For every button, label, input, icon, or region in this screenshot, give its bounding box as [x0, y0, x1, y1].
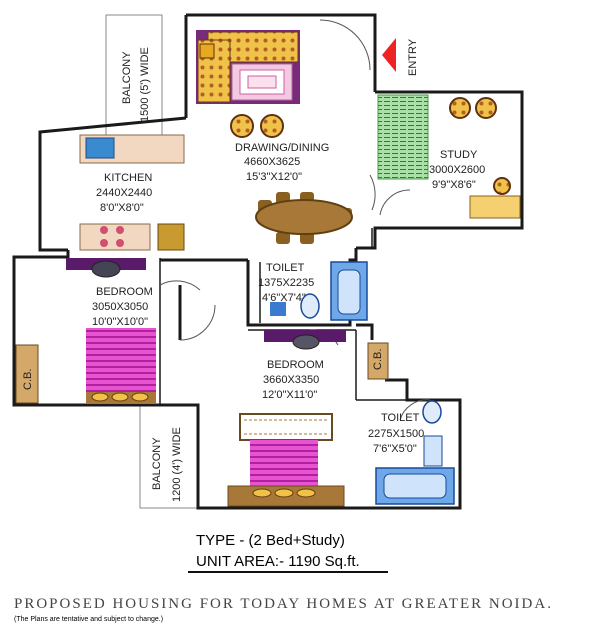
toilet1-fixtures-icon	[270, 261, 368, 321]
svg-text:9'9"X8'6": 9'9"X8'6"	[432, 179, 476, 191]
study-desk-icon	[469, 177, 521, 219]
svg-text:1200 (4') WIDE: 1200 (4') WIDE	[171, 427, 183, 502]
svg-text:12'0"X11'0": 12'0"X11'0"	[262, 389, 317, 401]
balcony-top-outline	[105, 14, 163, 136]
toilet2-fixtures-icon	[375, 400, 455, 505]
svg-text:DRAWING/DINING: DRAWING/DINING	[235, 142, 329, 154]
svg-text:15'3"X12'0": 15'3"X12'0"	[246, 171, 302, 183]
svg-text:BALCONY: BALCONY	[121, 51, 133, 104]
entry-label: ENTRY	[407, 38, 419, 76]
kitchen-label: KITCHEN 2440X2440 8'0"X8'0"	[96, 172, 152, 214]
study-rug-icon	[377, 94, 429, 180]
bedroom1-bed-icon	[66, 258, 156, 404]
svg-text:2275X1500: 2275X1500	[368, 428, 424, 440]
svg-text:BEDROOM: BEDROOM	[267, 359, 324, 371]
svg-text:7'6"X5'0": 7'6"X5'0"	[373, 443, 417, 455]
toilet1-label: TOILET 1375X2235 4'6"X7'4"	[258, 262, 314, 304]
entry-arrow-icon	[382, 38, 396, 72]
cb-label-left: C.B.	[22, 369, 34, 390]
bedroom2-cupboard-icon	[367, 342, 389, 380]
toilet2-label: TOILET 2275X1500 7'6"X5'0"	[368, 412, 424, 455]
study-label: STUDY 3000X2600 9'9"X8'6"	[429, 149, 485, 191]
bedroom1-label: BEDROOM 3050X3050 10'0"X10'0"	[92, 286, 153, 328]
disclaimer: (The Plans are tentative and subject to …	[14, 616, 164, 623]
bedroom2-bed-icon	[227, 413, 345, 507]
unit-area: UNIT AREA:- 1190 Sq.ft.	[196, 553, 360, 570]
svg-text:1375X2235: 1375X2235	[258, 277, 314, 289]
svg-text:4'6"X7'4": 4'6"X7'4"	[262, 292, 306, 304]
study-chairs-icon	[449, 97, 497, 119]
svg-text:BALCONY: BALCONY	[151, 437, 163, 490]
svg-text:KITCHEN: KITCHEN	[104, 172, 152, 184]
balcony-top-label: BALCONY 1500 (5') WIDE	[121, 47, 151, 122]
svg-text:TOILET: TOILET	[381, 412, 420, 424]
svg-text:10'0"X10'0": 10'0"X10'0"	[92, 316, 148, 328]
svg-text:8'0"X8'0": 8'0"X8'0"	[100, 202, 144, 214]
footer-rule	[188, 571, 388, 573]
svg-text:3000X2600: 3000X2600	[429, 164, 485, 176]
cb-label-right: C.B.	[372, 349, 384, 370]
drawing-label: DRAWING/DINING 4660X3625 15'3"X12'0"	[235, 142, 329, 183]
balcony-bottom-outline	[139, 404, 199, 509]
svg-text:BEDROOM: BEDROOM	[96, 286, 153, 298]
svg-text:STUDY: STUDY	[440, 149, 478, 161]
bedroom1-cupboard-icon	[15, 344, 39, 404]
svg-text:4660X3625: 4660X3625	[244, 156, 300, 168]
sofa-icon	[196, 30, 300, 104]
svg-text:3050X3050: 3050X3050	[92, 301, 148, 313]
svg-text:TOILET: TOILET	[266, 262, 305, 274]
unit-type: TYPE - (2 Bed+Study)	[196, 532, 345, 549]
dining-table-icon	[255, 192, 353, 244]
project-title: PROPOSED HOUSING FOR TODAY HOMES AT GREA…	[14, 596, 553, 612]
svg-text:1500 (5') WIDE: 1500 (5') WIDE	[139, 47, 151, 122]
balcony-bottom-label: BALCONY 1200 (4') WIDE	[151, 427, 183, 502]
svg-text:3660X3350: 3660X3350	[263, 374, 319, 386]
bedroom2-label: BEDROOM 3660X3350 12'0"X11'0"	[262, 359, 324, 401]
armchair-icon	[230, 114, 284, 138]
kitchen-counter-icon	[79, 134, 185, 251]
bedroom2-tv-icon	[264, 330, 346, 350]
svg-text:2440X2440: 2440X2440	[96, 187, 152, 199]
